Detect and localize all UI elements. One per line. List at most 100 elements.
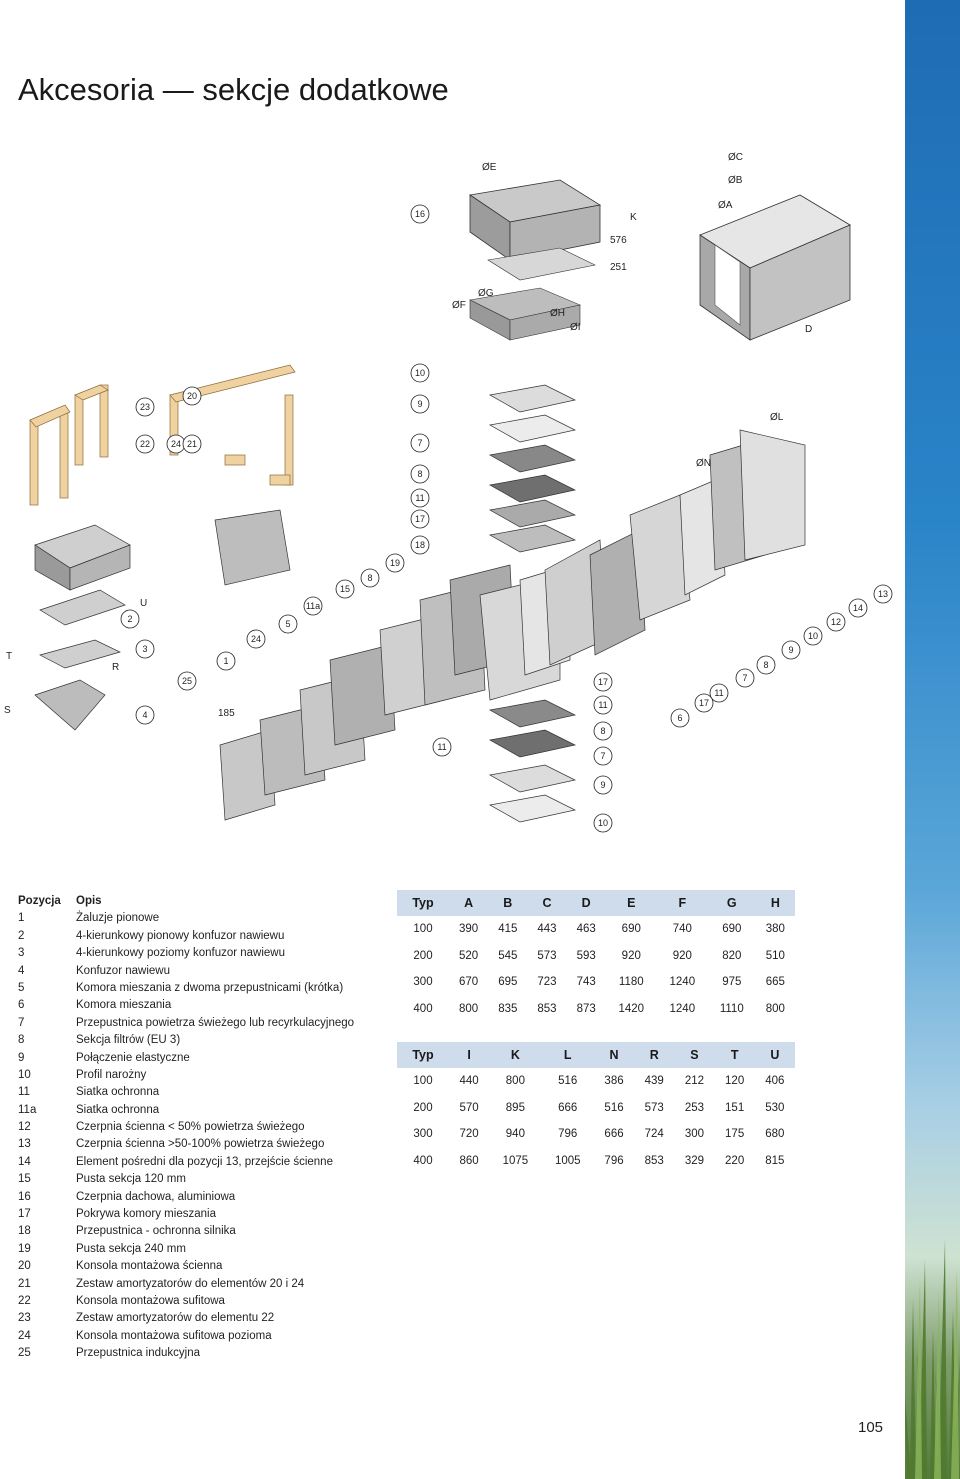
table-cell: 895	[505, 1101, 525, 1114]
legend-item-position: 21	[18, 1277, 31, 1290]
svg-text:ØN: ØN	[696, 458, 711, 469]
legend-item: 5 Komora mieszania z dwoma przepustnicami…	[18, 980, 388, 997]
svg-text:21: 21	[187, 439, 197, 449]
svg-text:25: 25	[182, 676, 192, 686]
table-cell: 406	[765, 1075, 785, 1088]
column-header: B	[488, 890, 528, 916]
svg-text:251: 251	[610, 262, 627, 273]
column-header: I	[449, 1042, 490, 1068]
legend-item-position: 11a	[18, 1103, 37, 1116]
svg-text:ØF: ØF	[452, 300, 466, 311]
svg-text:22: 22	[140, 439, 150, 449]
column-header: D	[566, 890, 606, 916]
table-cell: 175	[725, 1128, 745, 1141]
legend-item-description: Komora mieszania	[76, 999, 172, 1012]
svg-text:ØA: ØA	[718, 200, 733, 211]
table-cell: 415	[498, 923, 518, 936]
svg-text:17: 17	[598, 677, 608, 687]
legend-item-description: Czerpnia ścienna < 50% powietrza świeżeg…	[76, 1121, 305, 1134]
column-header: L	[541, 1042, 594, 1068]
svg-text:ØI: ØI	[570, 322, 581, 333]
table-cell: 695	[498, 976, 518, 989]
svg-text:7: 7	[742, 673, 747, 683]
svg-text:ØB: ØB	[728, 175, 743, 186]
svg-text:9: 9	[417, 399, 422, 409]
legend-item-position: 6	[18, 999, 25, 1012]
svg-text:S: S	[4, 705, 11, 716]
legend-item-position: 5	[18, 981, 25, 994]
table-cell: 690	[722, 923, 742, 936]
exploded-assembly-diagram: 16 10 9 7 8 11 17 18 19 15 8 11a 5 2 3 2…	[4, 152, 893, 833]
table-cell: 680	[765, 1128, 785, 1141]
svg-text:14: 14	[853, 603, 863, 613]
table-cell: 516	[558, 1075, 578, 1088]
svg-text:9: 9	[788, 645, 793, 655]
table-cell: 570	[459, 1101, 479, 1114]
column-header: S	[674, 1042, 715, 1068]
svg-text:185: 185	[218, 708, 235, 719]
table-cell: 380	[765, 923, 785, 936]
svg-text:1: 1	[223, 656, 228, 666]
column-header: F	[656, 890, 708, 916]
legend-item-position: 14	[18, 1155, 31, 1168]
legend-item-description: Konfuzor nawiewu	[76, 964, 170, 977]
column-header: E	[605, 890, 657, 916]
legend-item-description: Konsola montażowa sufitowa pozioma	[76, 1329, 272, 1342]
table-cell: 573	[537, 949, 557, 962]
svg-text:11a: 11a	[306, 601, 320, 611]
table-cell: 593	[576, 949, 596, 962]
table-cell: 835	[498, 1002, 518, 1015]
svg-text:18: 18	[415, 540, 425, 550]
legend-header-description: Opis	[76, 895, 102, 907]
svg-text:T: T	[6, 651, 12, 662]
legend-item-position: 2	[18, 929, 25, 942]
column-header: R	[634, 1042, 675, 1068]
svg-text:23: 23	[140, 402, 150, 412]
table-cell: 920	[672, 949, 692, 962]
table-cell: 1005	[554, 1154, 581, 1167]
svg-text:D: D	[805, 324, 812, 335]
table-cell: 151	[725, 1101, 745, 1114]
svg-text:6: 6	[677, 713, 682, 723]
svg-text:U: U	[140, 598, 147, 609]
column-header: H	[755, 890, 795, 916]
table-cell: 743	[576, 976, 596, 989]
legend-item-description: Zestaw amortyzatorów do elementów 20 i 2…	[76, 1277, 305, 1290]
svg-text:10: 10	[415, 368, 425, 378]
legend-item-description: Konsola montażowa ścienna	[76, 1260, 223, 1273]
legend-item-position: 18	[18, 1225, 31, 1238]
legend-item-position: 25	[18, 1347, 31, 1360]
legend-item-description: Komora mieszania z dwoma przepustnicami …	[76, 981, 344, 994]
table-cell: 723	[537, 976, 557, 989]
svg-text:12: 12	[831, 617, 841, 627]
svg-text:17: 17	[415, 514, 425, 524]
svg-text:11: 11	[437, 742, 446, 752]
svg-text:10: 10	[808, 631, 818, 641]
table-cell: 665	[765, 976, 785, 989]
table-cell: 1110	[719, 1002, 744, 1015]
legend-item-position: 15	[18, 1173, 31, 1186]
table-cell: 253	[684, 1101, 705, 1114]
table-cell: 690	[621, 923, 641, 936]
table-cell: 800	[765, 1002, 785, 1015]
table-cell: 439	[644, 1075, 664, 1088]
table-cell: 853	[537, 1002, 557, 1015]
legend-item-position: 17	[18, 1208, 31, 1221]
svg-text:7: 7	[600, 751, 605, 761]
